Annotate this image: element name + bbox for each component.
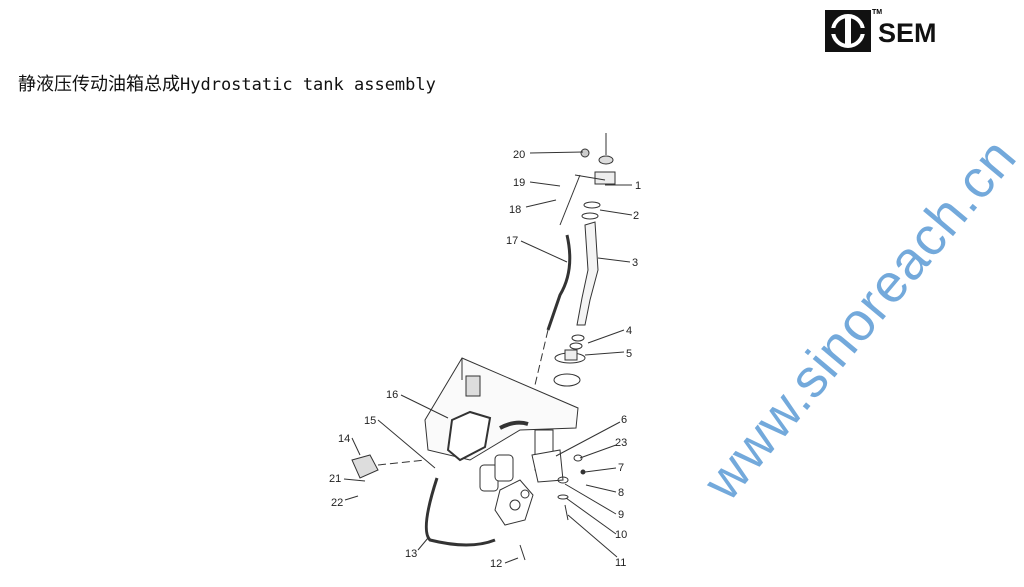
svg-text:SEM: SEM bbox=[878, 18, 937, 48]
callout-17: 17 bbox=[506, 235, 518, 247]
sem-logo: TM SEM bbox=[825, 9, 937, 52]
callout-18: 18 bbox=[509, 204, 521, 216]
callout-1: 1 bbox=[635, 180, 641, 192]
callout-15: 15 bbox=[364, 415, 376, 427]
callout-20: 20 bbox=[513, 149, 525, 161]
callout-6: 6 bbox=[621, 414, 627, 426]
callout-7: 7 bbox=[618, 462, 624, 474]
callout-3: 3 bbox=[632, 257, 638, 269]
callout-12: 12 bbox=[490, 558, 502, 570]
callout-10: 10 bbox=[615, 529, 627, 541]
callout-22: 22 bbox=[331, 497, 343, 509]
callout-16: 16 bbox=[386, 389, 398, 401]
callout-4: 4 bbox=[626, 325, 632, 337]
page-title: 静液压传动油箱总成Hydrostatic tank assembly bbox=[18, 70, 436, 96]
title-english: Hydrostatic tank assembly bbox=[180, 75, 436, 95]
callout-9: 9 bbox=[618, 509, 624, 521]
callout-14: 14 bbox=[338, 433, 350, 445]
callout-23: 23 bbox=[615, 437, 627, 449]
title-chinese: 静液压传动油箱总成 bbox=[18, 74, 180, 95]
callout-13: 13 bbox=[405, 548, 417, 560]
callout-8: 8 bbox=[618, 487, 624, 499]
svg-text:TM: TM bbox=[872, 9, 882, 16]
callout-11: 11 bbox=[615, 557, 626, 569]
callout-2: 2 bbox=[633, 210, 639, 222]
callout-5: 5 bbox=[626, 348, 632, 360]
callout-21: 21 bbox=[329, 473, 341, 485]
callout-19: 19 bbox=[513, 177, 525, 189]
